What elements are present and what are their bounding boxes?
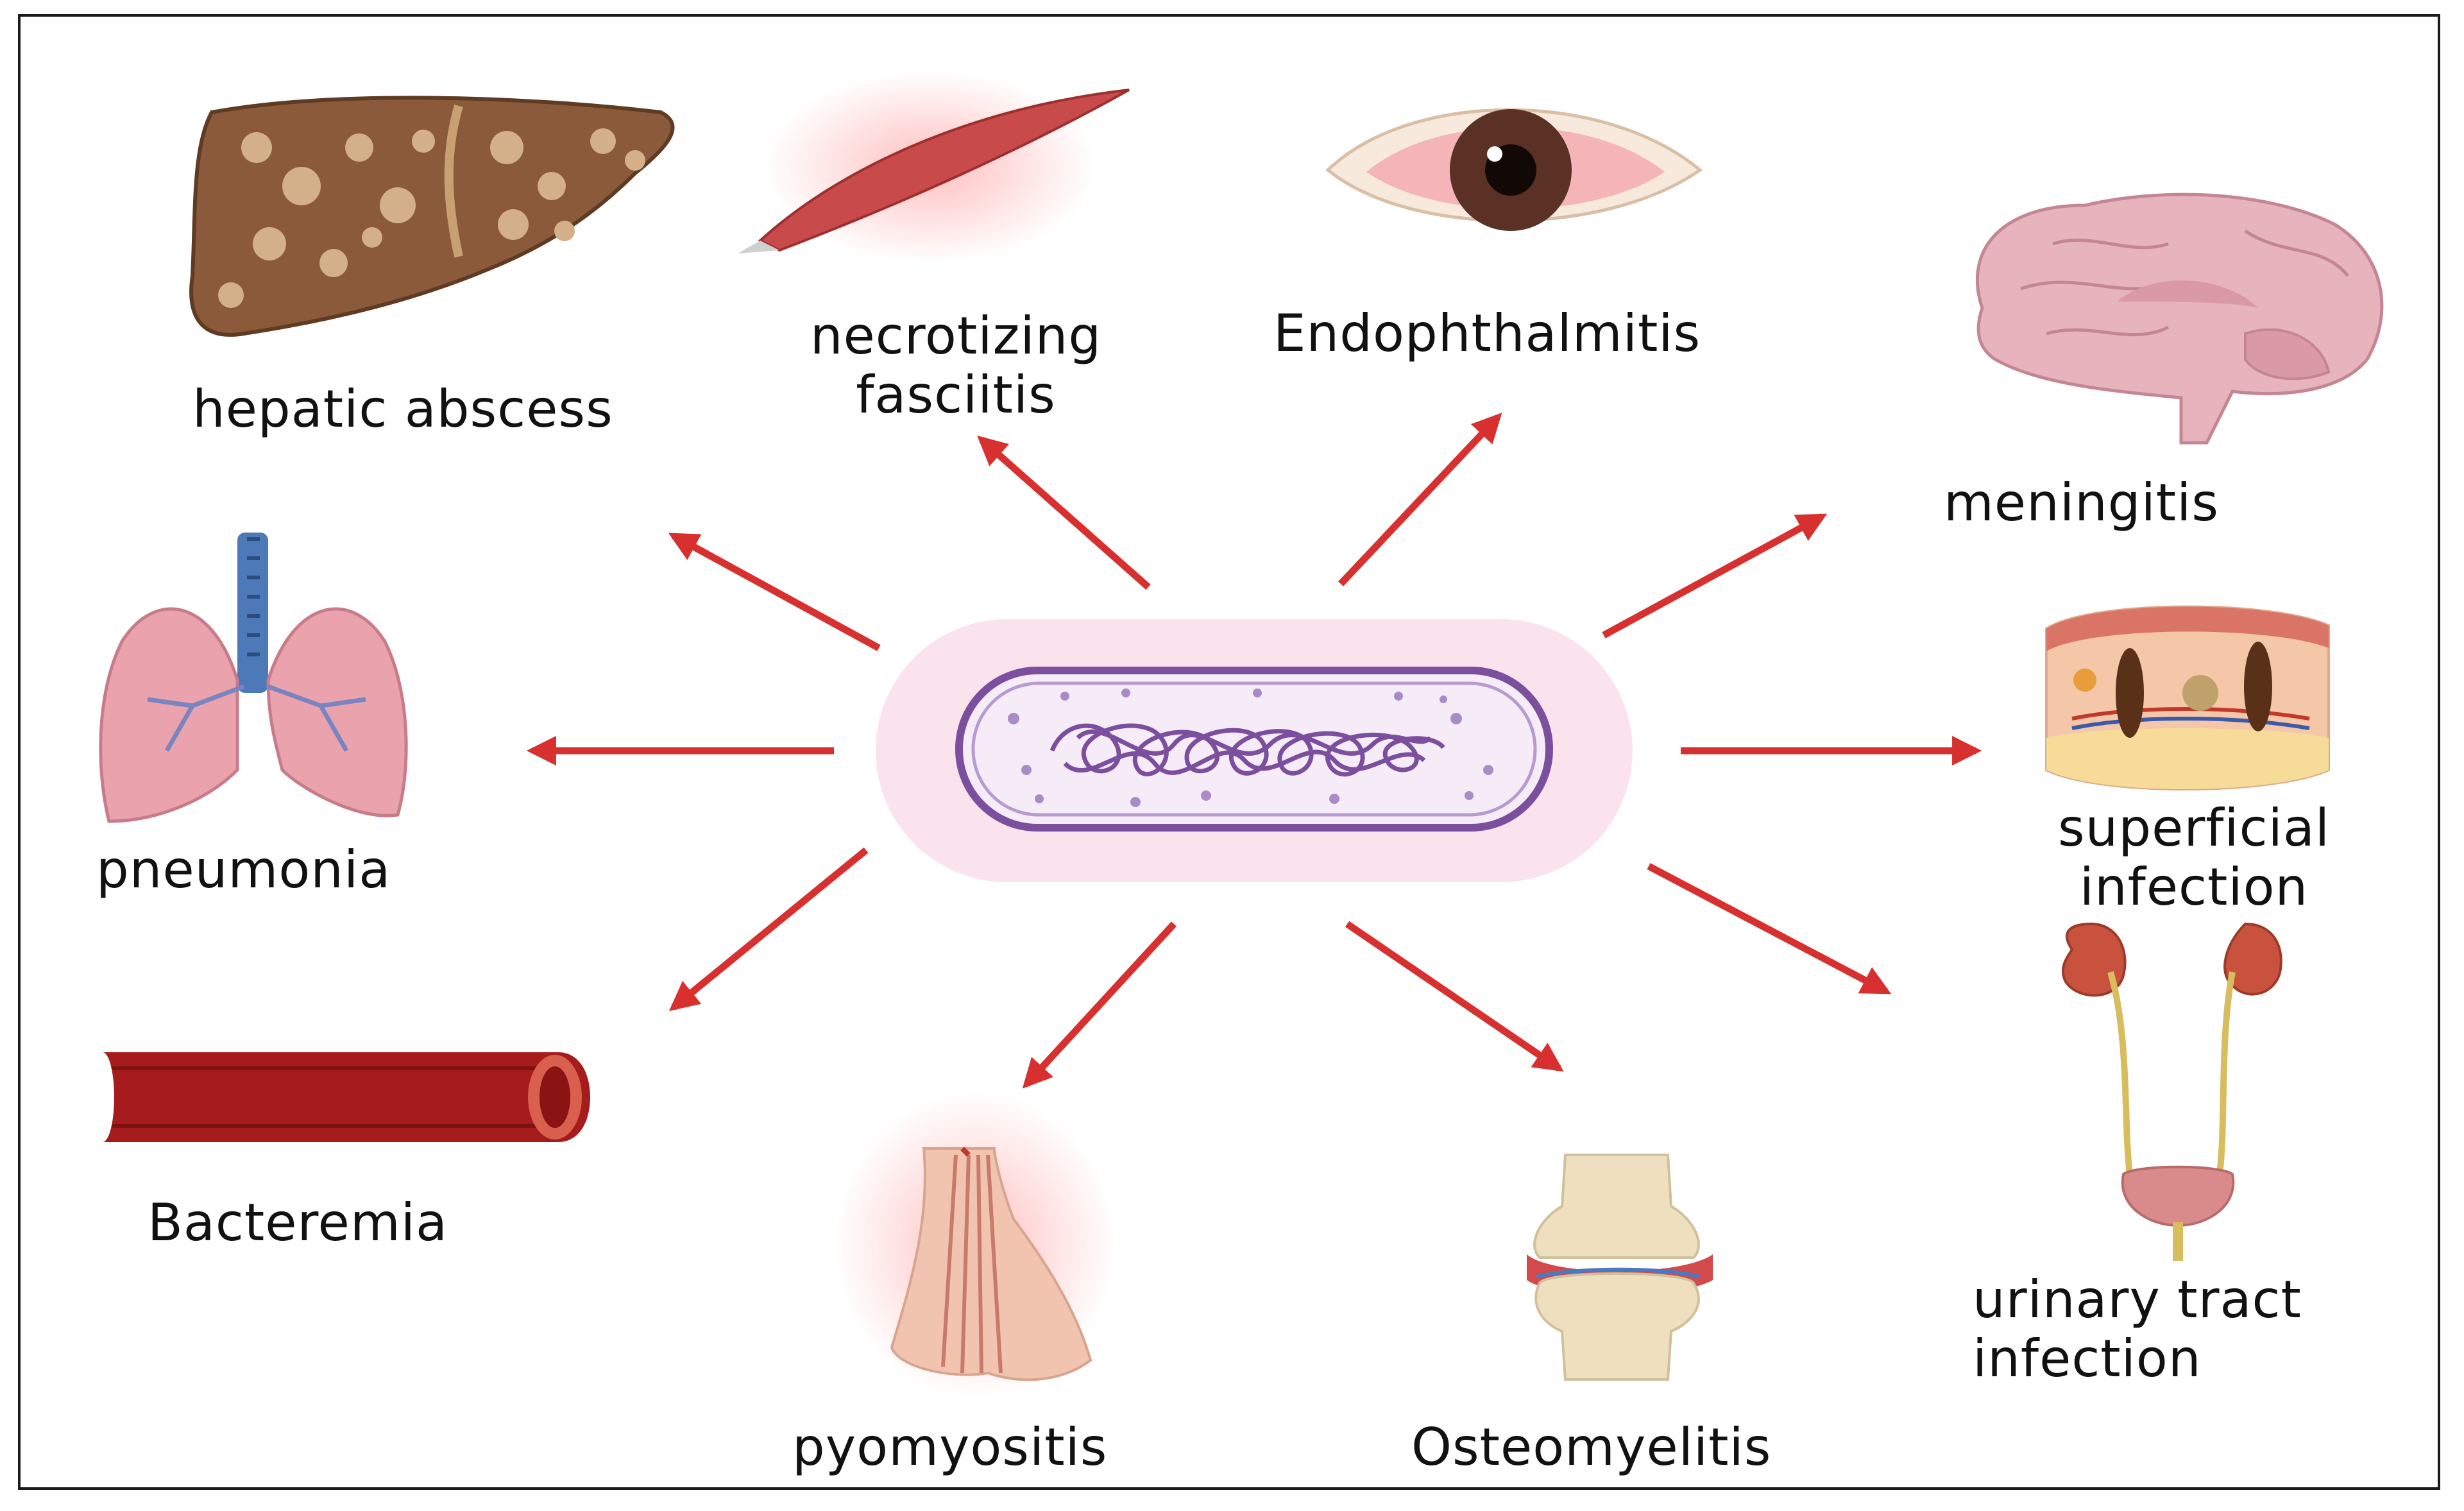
label-bacteremia: Bacteremia [148,1193,448,1252]
label-meningitis: meningitis [1944,473,2220,533]
knee-joint-icon [1527,1154,1713,1381]
skin-icon [2045,605,2330,790]
bacterium-icon [876,619,1633,882]
eye-icon [1325,108,1703,231]
arrow-to-bacteremia [668,847,869,1011]
liver-icon [189,96,675,337]
label-pyomyositis: pyomyositis [792,1417,1108,1477]
brain-icon [1975,192,2384,445]
label-necrotizing-fasciitis: necrotizing fasciitis [810,306,1102,425]
arrow-to-endophthalmitis [1338,413,1502,586]
label-urinary-tract-infection: urinary tract infection [1973,1270,2302,1388]
label-osteomyelitis: Osteomyelitis [1411,1417,1772,1477]
urinary-tract-icon [2061,922,2282,1261]
arrow-to-hepatic-abscess [668,533,881,651]
foot-icon [834,1091,1116,1399]
label-hepatic-abscess: hepatic abscess [192,379,613,439]
arrow-to-osteomyelitis [1345,921,1564,1072]
label-superficial-infection: superficial infection [2057,798,2331,917]
label-pneumonia: pneumonia [96,840,391,900]
arrow-to-pyomyositis [1022,921,1177,1089]
arrow-to-meningitis [1602,513,1828,638]
label-endophthalmitis: Endophthalmitis [1273,303,1701,363]
arrow-to-urinary-tract-infection [1647,863,1892,995]
blood-vessel-icon [91,1052,590,1142]
lungs-icon [99,533,408,823]
arrow-to-necrotizing-fasciitis [977,435,1151,590]
muscle-icon [738,71,1130,263]
